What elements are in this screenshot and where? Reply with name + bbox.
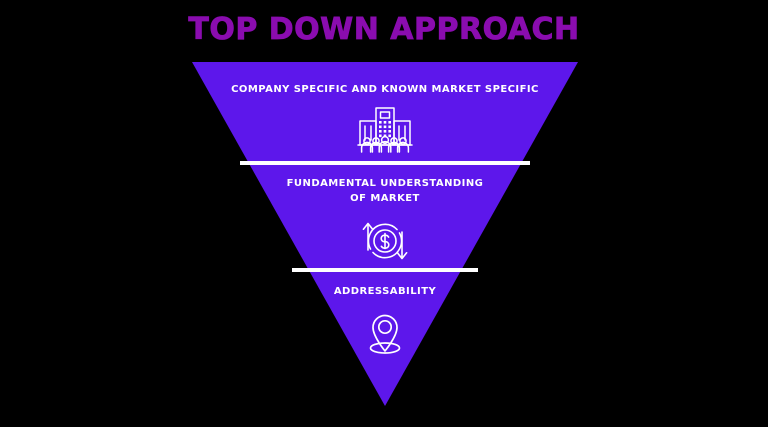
office-building-with-people-icon [357, 107, 413, 153]
map-location-pin-icon [369, 314, 401, 354]
funnel-band-company-specific[interactable]: COMPANY SPECIFIC AND KNOWN MARKET SPECIF… [192, 82, 578, 153]
page-title: TOP DOWN APPROACH [188, 12, 580, 48]
funnel-band-fundamental-understanding[interactable]: FUNDAMENTAL UNDERSTANDING OF MARKET [192, 176, 578, 266]
funnel-band-label: COMPANY SPECIFIC AND KNOWN MARKET SPECIF… [231, 84, 539, 95]
funnel-band-addressability[interactable]: ADDRESSABILITY [192, 284, 578, 357]
funnel-band-label: ADDRESSABILITY [333, 286, 437, 297]
dollar-circular-arrows-icon [362, 222, 408, 260]
funnel-divider-2 [292, 268, 478, 272]
funnel-divider-1 [240, 161, 530, 165]
funnel-band-label: FUNDAMENTAL UNDERSTANDING OF MARKET [286, 178, 484, 204]
top-down-funnel: COMPANY SPECIFIC AND KNOWN MARKET SPECIF… [192, 62, 578, 406]
